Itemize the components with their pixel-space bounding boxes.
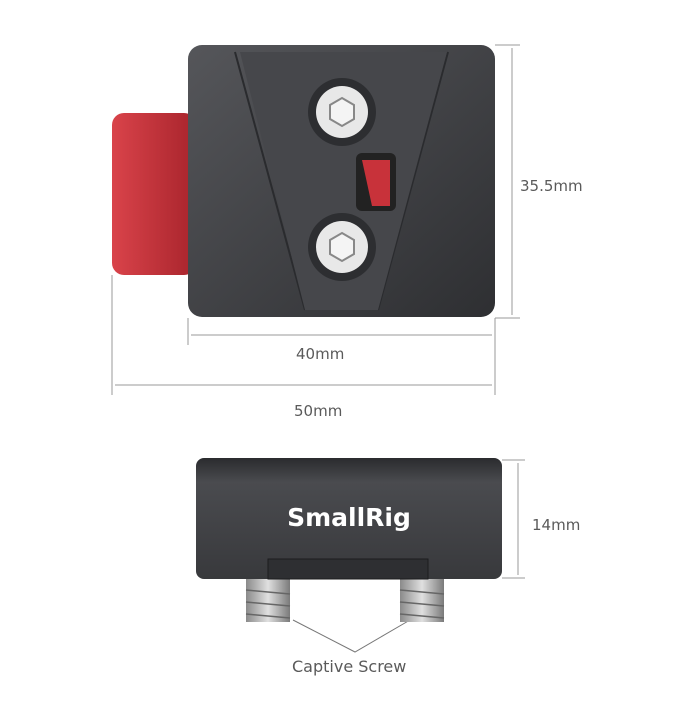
dimension-lines	[111, 44, 525, 653]
hex-screw-icon	[308, 213, 376, 281]
release-lever	[112, 113, 196, 275]
hex-screw-icon	[308, 78, 376, 146]
width-total-label: 50mm	[294, 402, 343, 420]
top-view	[112, 45, 495, 317]
side-view: SmallRig	[196, 458, 502, 622]
side-body	[196, 458, 502, 579]
height-label: 35.5mm	[520, 177, 583, 195]
width-body-label: 40mm	[296, 345, 345, 363]
brand-logo: SmallRig	[287, 503, 411, 532]
thickness-label: 14mm	[532, 516, 581, 534]
captive-screw-label: Captive Screw	[292, 657, 407, 676]
